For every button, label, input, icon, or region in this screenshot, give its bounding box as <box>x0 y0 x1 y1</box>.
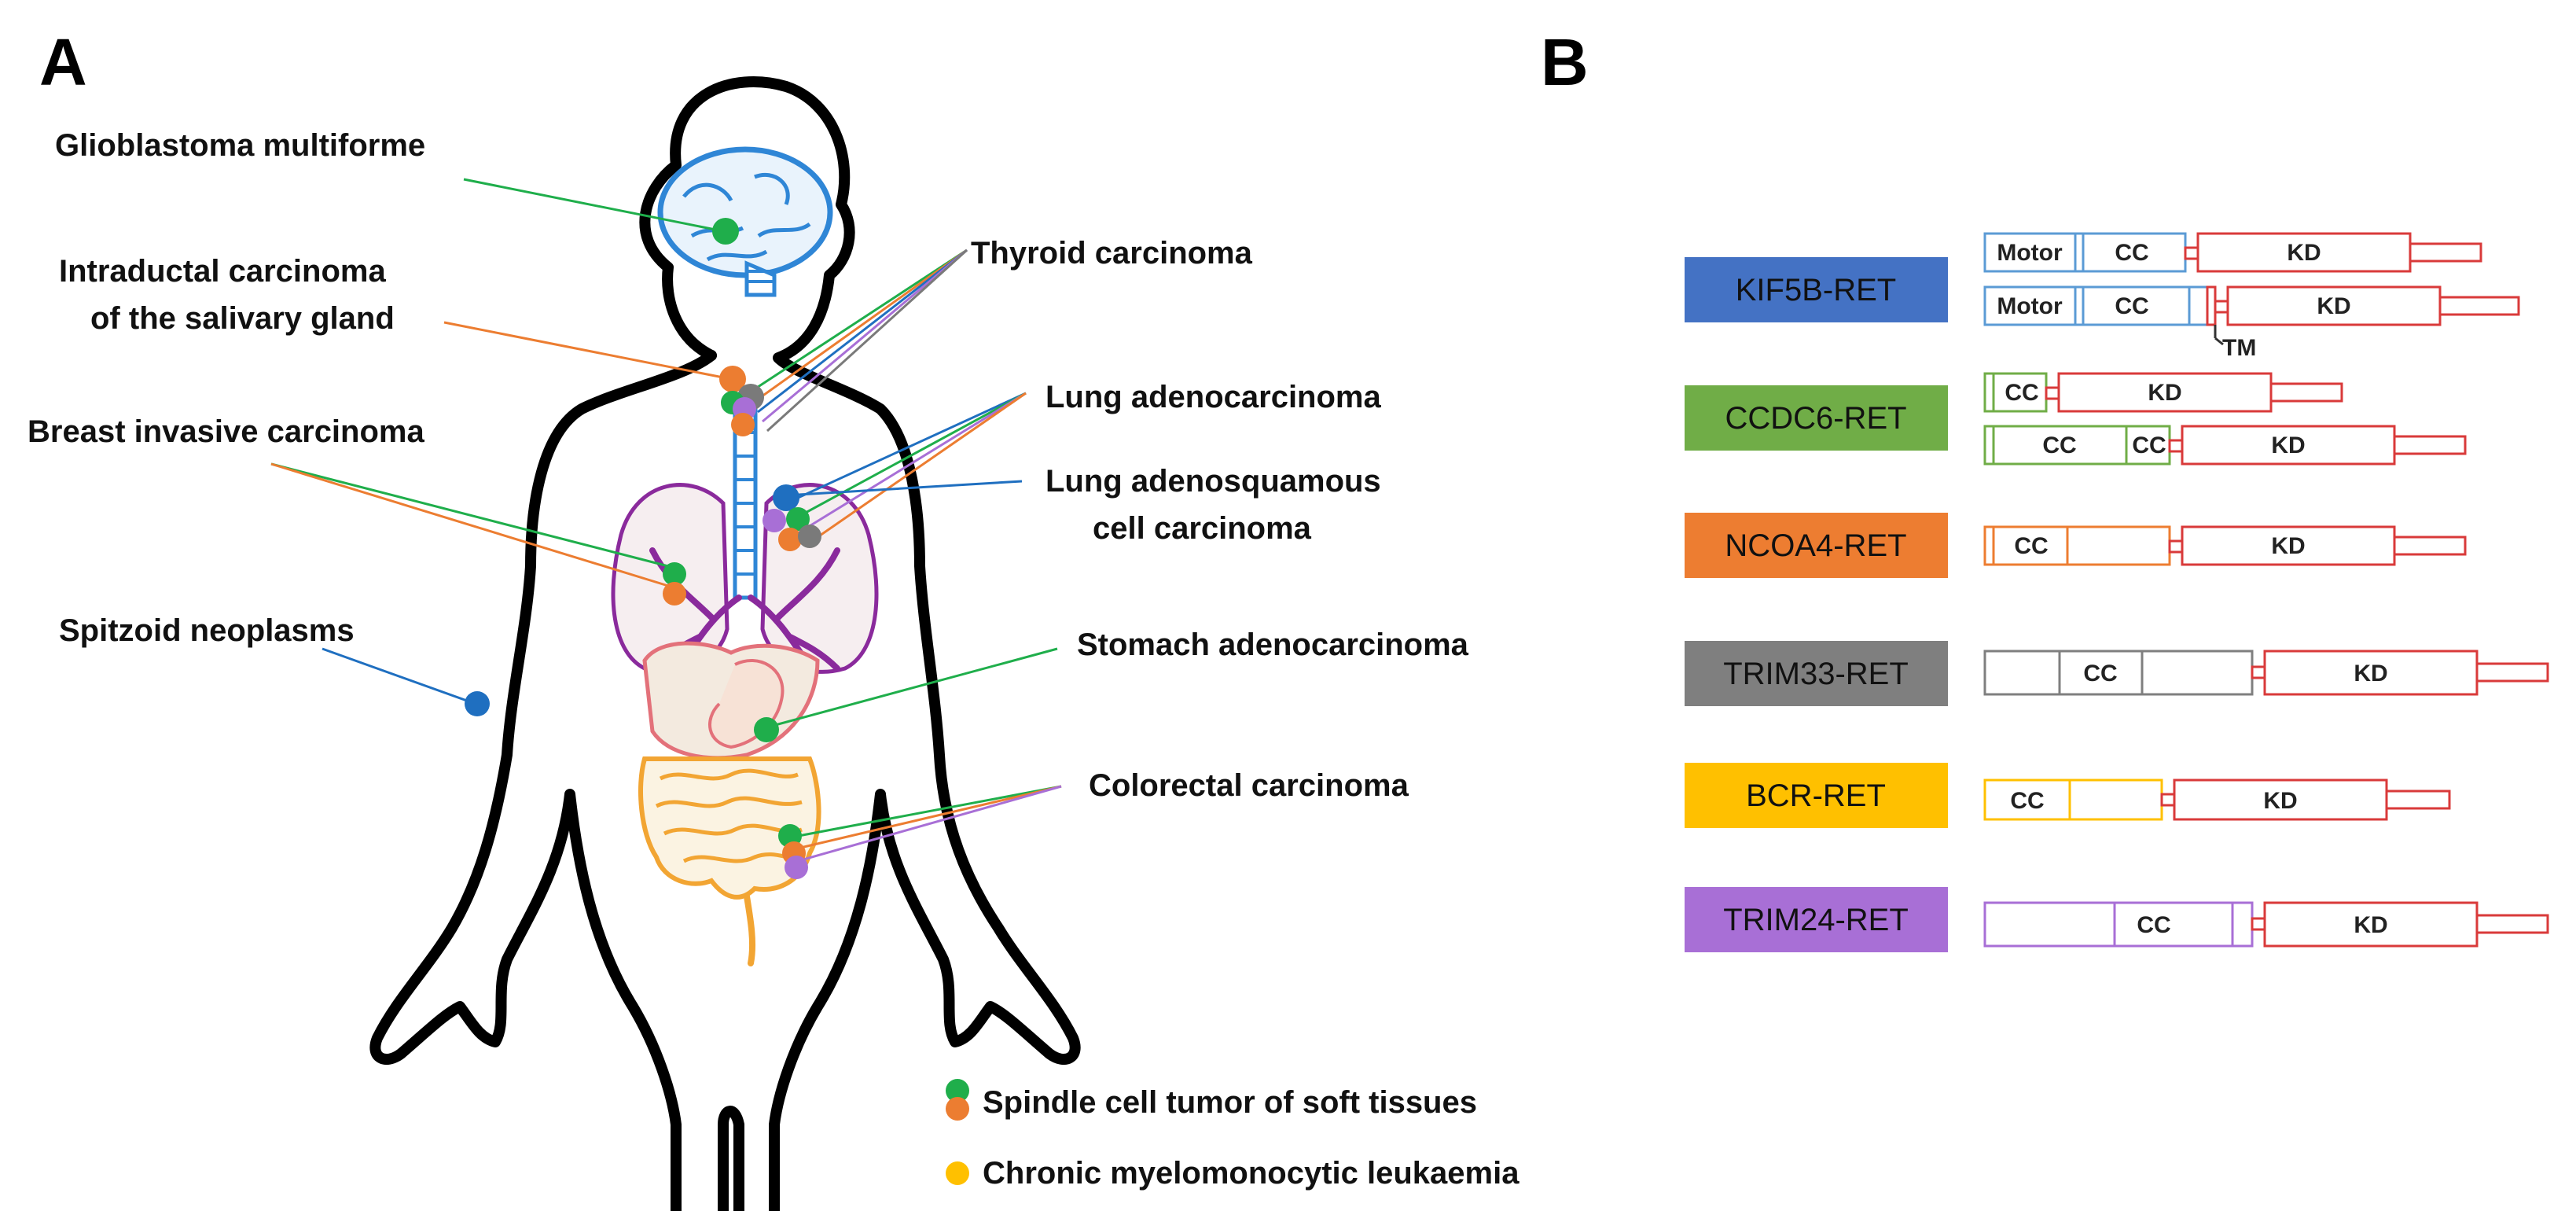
marker-stomach <box>754 717 779 742</box>
svg-text:KD: KD <box>2271 432 2305 458</box>
marker-lung-green <box>786 507 810 531</box>
fusion-name-ncoa4: NCOA4-RET <box>1725 528 1906 563</box>
svg-text:CC: CC <box>2137 912 2170 938</box>
marker-breast-orange <box>663 582 686 606</box>
label-salivary-1: Intraductal carcinoma <box>59 254 386 289</box>
trachea-organ <box>733 407 758 600</box>
kif5b-variant-2: Motor CC KD TM <box>1983 285 2520 361</box>
legend: Spindle cell tumor of soft tissues Chron… <box>946 1079 1520 1191</box>
marker-salivary <box>719 366 746 392</box>
tumor-markers <box>465 218 821 879</box>
body-outline-left <box>369 350 717 1211</box>
svg-text:KD: KD <box>2263 788 2297 814</box>
marker-lung-purple <box>763 509 786 532</box>
svg-text:CC: CC <box>2005 380 2038 406</box>
legend-marker-orange <box>946 1097 969 1121</box>
marker-breast-green <box>663 562 686 586</box>
svg-text:KD: KD <box>2317 293 2350 319</box>
fusion-box-kif5b <box>1685 257 1948 322</box>
svg-text:CC: CC <box>2115 240 2148 266</box>
marker-lung-blue <box>773 484 799 511</box>
svg-text:KD: KD <box>2271 533 2305 559</box>
brain-organ <box>657 146 833 297</box>
svg-text:CC: CC <box>2014 533 2048 559</box>
label-glioblastoma: Glioblastoma multiforme <box>55 128 425 163</box>
fusion-box-trim24 <box>1685 887 1948 952</box>
svg-text:CC: CC <box>2115 293 2148 319</box>
stomach-liver-organ <box>642 641 820 760</box>
fusion-box-trim33 <box>1685 641 1948 706</box>
marker-lung-orange <box>778 528 802 551</box>
body-legs-inner <box>718 1106 744 1211</box>
connector-lines <box>270 178 1062 863</box>
label-lung-adeno: Lung adenocarcinoma <box>1045 380 1381 414</box>
legend-spindle: Spindle cell tumor of soft tissues <box>983 1085 1477 1120</box>
svg-text:CC: CC <box>2132 432 2166 458</box>
legend-cmml: Chronic myelomonocytic leukaemia <box>983 1156 1520 1191</box>
legend-marker-green <box>946 1079 969 1102</box>
fusion-name-boxes: KIF5B-RET CCDC6-RET NCOA4-RET TRIM33-RET… <box>1685 257 1948 952</box>
marker-lung-gray <box>798 525 821 548</box>
marker-colorectal-purple <box>785 856 808 879</box>
marker-glioblastoma <box>712 218 739 245</box>
svg-text:KD: KD <box>2354 912 2387 938</box>
fusion-box-bcr <box>1685 763 1948 828</box>
marker-thyroid-orange <box>731 413 755 436</box>
legend-marker-yellow <box>946 1161 969 1185</box>
fusion-name-ccdc6: CCDC6-RET <box>1725 401 1906 436</box>
svg-text:CC: CC <box>2010 788 2044 814</box>
panel-a-letter: A <box>39 25 87 99</box>
kif5b-variant-1: Motor CC KD <box>1983 232 2482 273</box>
label-stomach: Stomach adenocarcinoma <box>1077 628 1469 662</box>
label-salivary-2: of the salivary gland <box>90 301 395 336</box>
label-adenosq-2: cell carcinoma <box>1093 511 1312 546</box>
cancer-site-labels: Glioblastoma multiforme Intraductal carc… <box>28 128 1469 803</box>
label-adenosq-1: Lung adenosquamous <box>1045 464 1381 499</box>
svg-text:KD: KD <box>2148 380 2181 406</box>
panel-b-letter: B <box>1541 25 1589 99</box>
fusion-name-trim33: TRIM33-RET <box>1723 657 1909 691</box>
svg-text:Motor: Motor <box>1997 240 2063 266</box>
svg-text:Motor: Motor <box>1997 293 2063 319</box>
ccdc6-variant-2: CC CC KD <box>1983 425 2467 466</box>
svg-text:CC: CC <box>2042 432 2076 458</box>
marker-spitzoid <box>465 691 490 716</box>
label-colorectal: Colorectal carcinoma <box>1089 768 1409 803</box>
fusion-name-trim24: TRIM24-RET <box>1723 903 1909 937</box>
bcr-variant: CC KD <box>1983 778 2451 821</box>
svg-text:CC: CC <box>2083 661 2117 686</box>
svg-text:KD: KD <box>2354 661 2387 686</box>
fusion-box-ncoa4 <box>1685 513 1948 578</box>
domain-architectures: Motor CC KD Motor CC KD TM <box>1983 232 2549 948</box>
fusion-box-ccdc6 <box>1685 385 1948 451</box>
trim33-variant: CC KD <box>1983 650 2549 696</box>
fusion-name-bcr: BCR-RET <box>1746 778 1886 813</box>
svg-text:KD: KD <box>2287 240 2321 266</box>
label-breast: Breast invasive carcinoma <box>28 414 424 449</box>
ccdc6-variant-1: CC KD <box>1983 372 2343 413</box>
ncoa4-variant: CC KD <box>1983 525 2467 566</box>
intestines-organ <box>638 756 821 966</box>
label-spitzoid: Spitzoid neoplasms <box>59 613 355 648</box>
fusion-name-kif5b: KIF5B-RET <box>1736 273 1896 307</box>
tm-label: TM <box>2222 335 2256 361</box>
label-thyroid: Thyroid carcinoma <box>971 236 1253 271</box>
trim24-variant: CC KD <box>1983 901 2549 948</box>
body-outline <box>639 76 1081 1211</box>
